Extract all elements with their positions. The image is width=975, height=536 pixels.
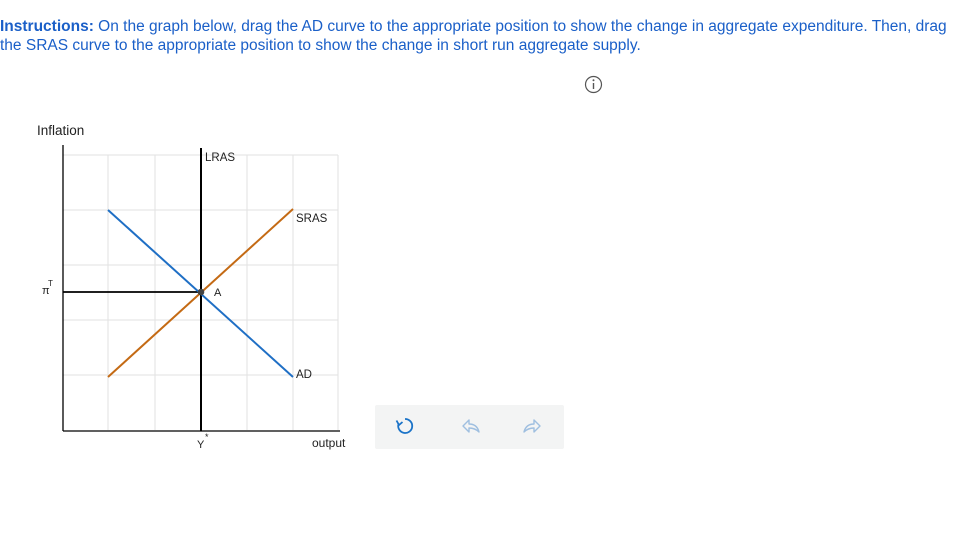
y-star-superscript: *	[205, 432, 209, 442]
pi-target-superscript: T	[48, 279, 53, 288]
graph-toolbar	[375, 405, 564, 449]
instructions-label: Instructions:	[0, 18, 94, 35]
instructions-text: Instructions: On the graph below, drag t…	[0, 17, 960, 55]
graph[interactable]: Inflation output LRAS SRAS AD A π T Y *	[0, 0, 370, 470]
sras-label: SRAS	[296, 213, 328, 225]
pi-target-symbol: π	[42, 285, 50, 297]
info-icon[interactable]	[584, 75, 603, 94]
ad-label: AD	[296, 369, 312, 381]
equilibrium-point-a	[197, 288, 205, 296]
point-a-label: A	[214, 287, 222, 299]
y-star-symbol: Y	[197, 439, 205, 451]
x-axis-label: output	[312, 436, 346, 450]
lras-label: LRAS	[205, 152, 235, 164]
reset-icon[interactable]	[394, 415, 416, 437]
redo-icon[interactable]	[521, 415, 543, 437]
y-axis-label: Inflation	[37, 123, 84, 138]
undo-icon[interactable]	[460, 415, 482, 437]
instructions-body: On the graph below, drag the AD curve to…	[0, 18, 947, 54]
